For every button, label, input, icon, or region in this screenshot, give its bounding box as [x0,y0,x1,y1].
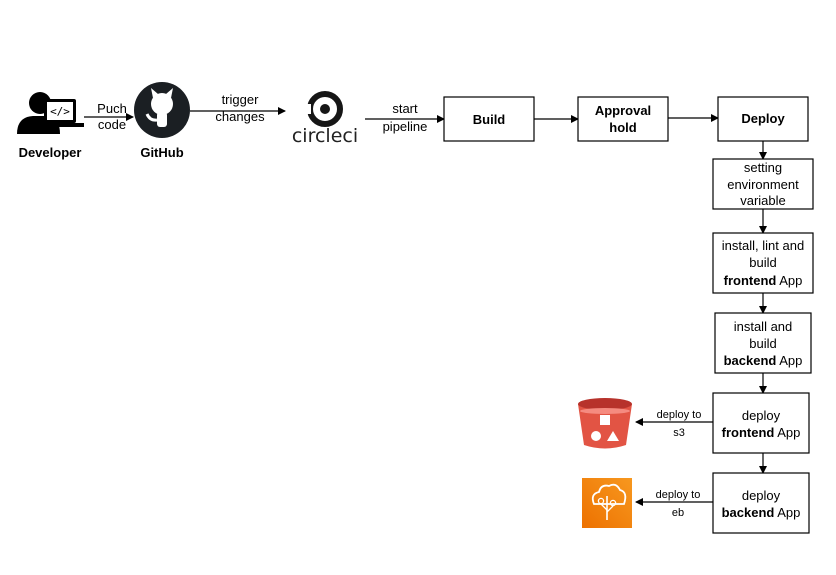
frontend-build-box [712,232,814,294]
backend-build-line3: backend App [724,353,803,368]
edge-trigger-line1: trigger [222,92,260,107]
edge-push-line2: code [98,117,126,132]
edge-deploy-s3-line1: deploy to [657,409,702,421]
github-icon [134,82,190,138]
deploy-backend-bold: backend [722,505,775,520]
approval-label-line1: Approval [595,103,651,118]
env-label-line3: variable [740,193,786,208]
backend-build-bold: backend [724,353,777,368]
developer-icon: </> [17,92,84,134]
elastic-beanstalk-icon [582,478,632,528]
svg-text:</>: </> [50,105,70,118]
frontend-build-line1: install, lint and [722,238,804,253]
backend-build-line1: install and [734,319,793,334]
edge-trigger-line2: changes [215,109,265,124]
deploy-frontend-box [712,392,810,454]
deploy-label: Deploy [741,111,785,126]
build-box [443,96,535,142]
deploy-frontend-line1: deploy [742,408,781,423]
deploy-backend-box [712,472,810,534]
circleci-label: circleci [292,125,358,147]
deploy-frontend-bold: frontend [722,425,775,440]
backend-build-box [714,312,812,374]
frontend-build-line2: build [749,255,776,270]
env-label-line2: environment [727,177,799,192]
circleci-icon [299,91,343,127]
edge-start-line2: pipeline [383,119,428,134]
backend-build-app: App [776,353,802,368]
deploy-frontend-app: App [774,425,800,440]
build-label: Build [473,112,506,127]
github-label: GitHub [140,145,183,160]
frontend-build-bold: frontend [724,273,777,288]
deploy-box [717,96,809,142]
s3-bucket-icon [578,398,632,449]
frontend-build-app: App [776,273,802,288]
env-label-line1: setting [744,160,782,175]
edge-deploy-eb-line2: eb [672,507,684,519]
env-box [712,158,814,210]
edge-deploy-s3-line2: s3 [673,427,685,439]
approval-box [577,96,669,142]
deploy-backend-line2: backend App [722,505,801,520]
backend-build-line2: build [749,336,776,351]
deploy-backend-app: App [774,505,800,520]
approval-label-line2: hold [609,120,636,135]
edge-deploy-eb-line1: deploy to [656,489,701,501]
deploy-backend-line1: deploy [742,488,781,503]
edge-start-line1: start [392,101,418,116]
deploy-frontend-line2: frontend App [722,425,801,440]
frontend-build-line3: frontend App [724,273,803,288]
edge-push-line1: Puch [97,101,127,116]
developer-label: Developer [19,145,82,160]
